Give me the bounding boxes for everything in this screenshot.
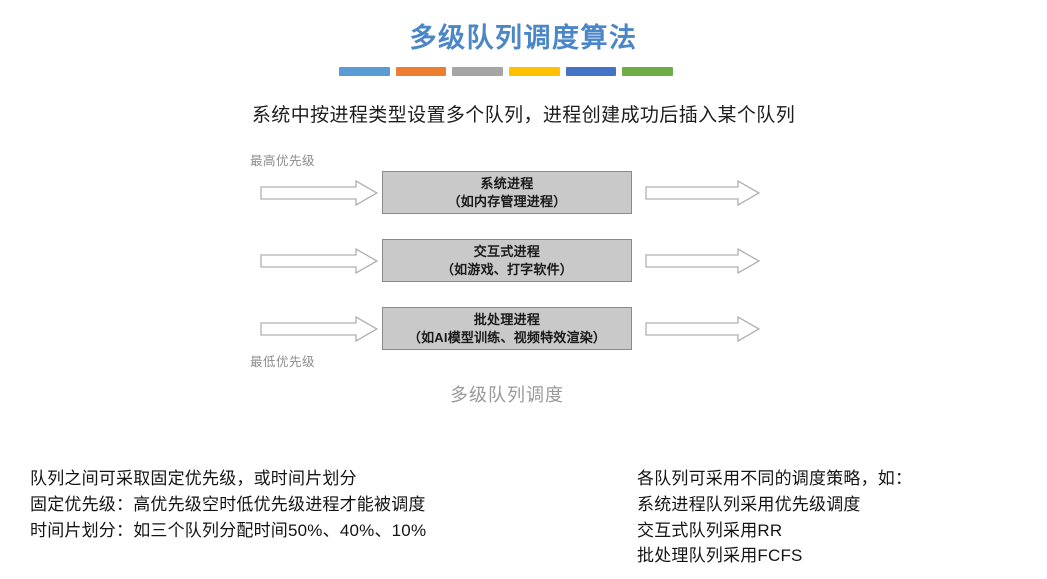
queue-box-interactive-process: 交互式进程 （如游戏、打字软件） [382,239,632,282]
incoming-arrow-batch-queue [260,316,378,342]
notes-left-column: 队列之间可采取固定优先级，或时间片划分 固定优先级：高优先级空时低优先级进程才能… [30,466,620,543]
title-bar-segment-5 [565,67,617,76]
lowest-priority-label: 最低优先级 [250,355,316,369]
subtitle-text: 系统中按进程类型设置多个队列，进程创建成功后插入某个队列 [251,105,796,126]
queue-example: （如游戏、打字软件） [440,261,573,277]
note-line: 各队列可采用不同的调度策略，如： [637,469,913,488]
title-bar-segment-6 [622,67,674,76]
incoming-arrow-system-queue [260,180,378,206]
highest-priority-label: 最高优先级 [250,154,316,168]
note-line: 队列之间可采取固定优先级，或时间片划分 [30,469,357,488]
note-line: 交互式队列采用RR [637,520,783,540]
note-line: 系统进程队列采用优先级调度 [637,494,861,514]
outgoing-arrow-system-queue [645,180,760,206]
note-line: 时间片划分：如三个队列分配时间50%、40%、10% [30,520,427,540]
queue-example: （如AI模型训练、视频特效渲染） [407,329,607,345]
incoming-arrow-interactive-queue [260,248,378,274]
title-bar-segment-1 [339,67,390,76]
title-underline-bars [339,67,674,76]
queue-title: 交互式进程 [473,243,541,259]
page-title: 多级队列调度算法 [409,23,638,53]
outgoing-arrow-interactive-queue [645,248,760,274]
queue-example: （如内存管理进程） [447,193,567,209]
notes-right-column: 各队列可采用不同的调度策略，如： 系统进程队列采用优先级调度 交互式队列采用RR… [637,466,1037,569]
queue-box-batch-process: 批处理进程 （如AI模型训练、视频特效渲染） [382,307,632,350]
diagram-caption: 多级队列调度 [450,385,564,405]
queue-title: 批处理进程 [473,311,541,327]
note-line: 固定优先级：高优先级空时低优先级进程才能被调度 [30,494,426,514]
queue-title: 系统进程 [480,175,534,191]
title-bar-segment-3 [452,67,504,76]
queue-box-system-process: 系统进程 （如内存管理进程） [382,171,632,214]
title-bar-segment-2 [395,67,447,76]
outgoing-arrow-batch-queue [645,316,760,342]
title-bar-segment-4 [509,67,560,76]
note-line: 批处理队列采用FCFS [637,546,803,566]
